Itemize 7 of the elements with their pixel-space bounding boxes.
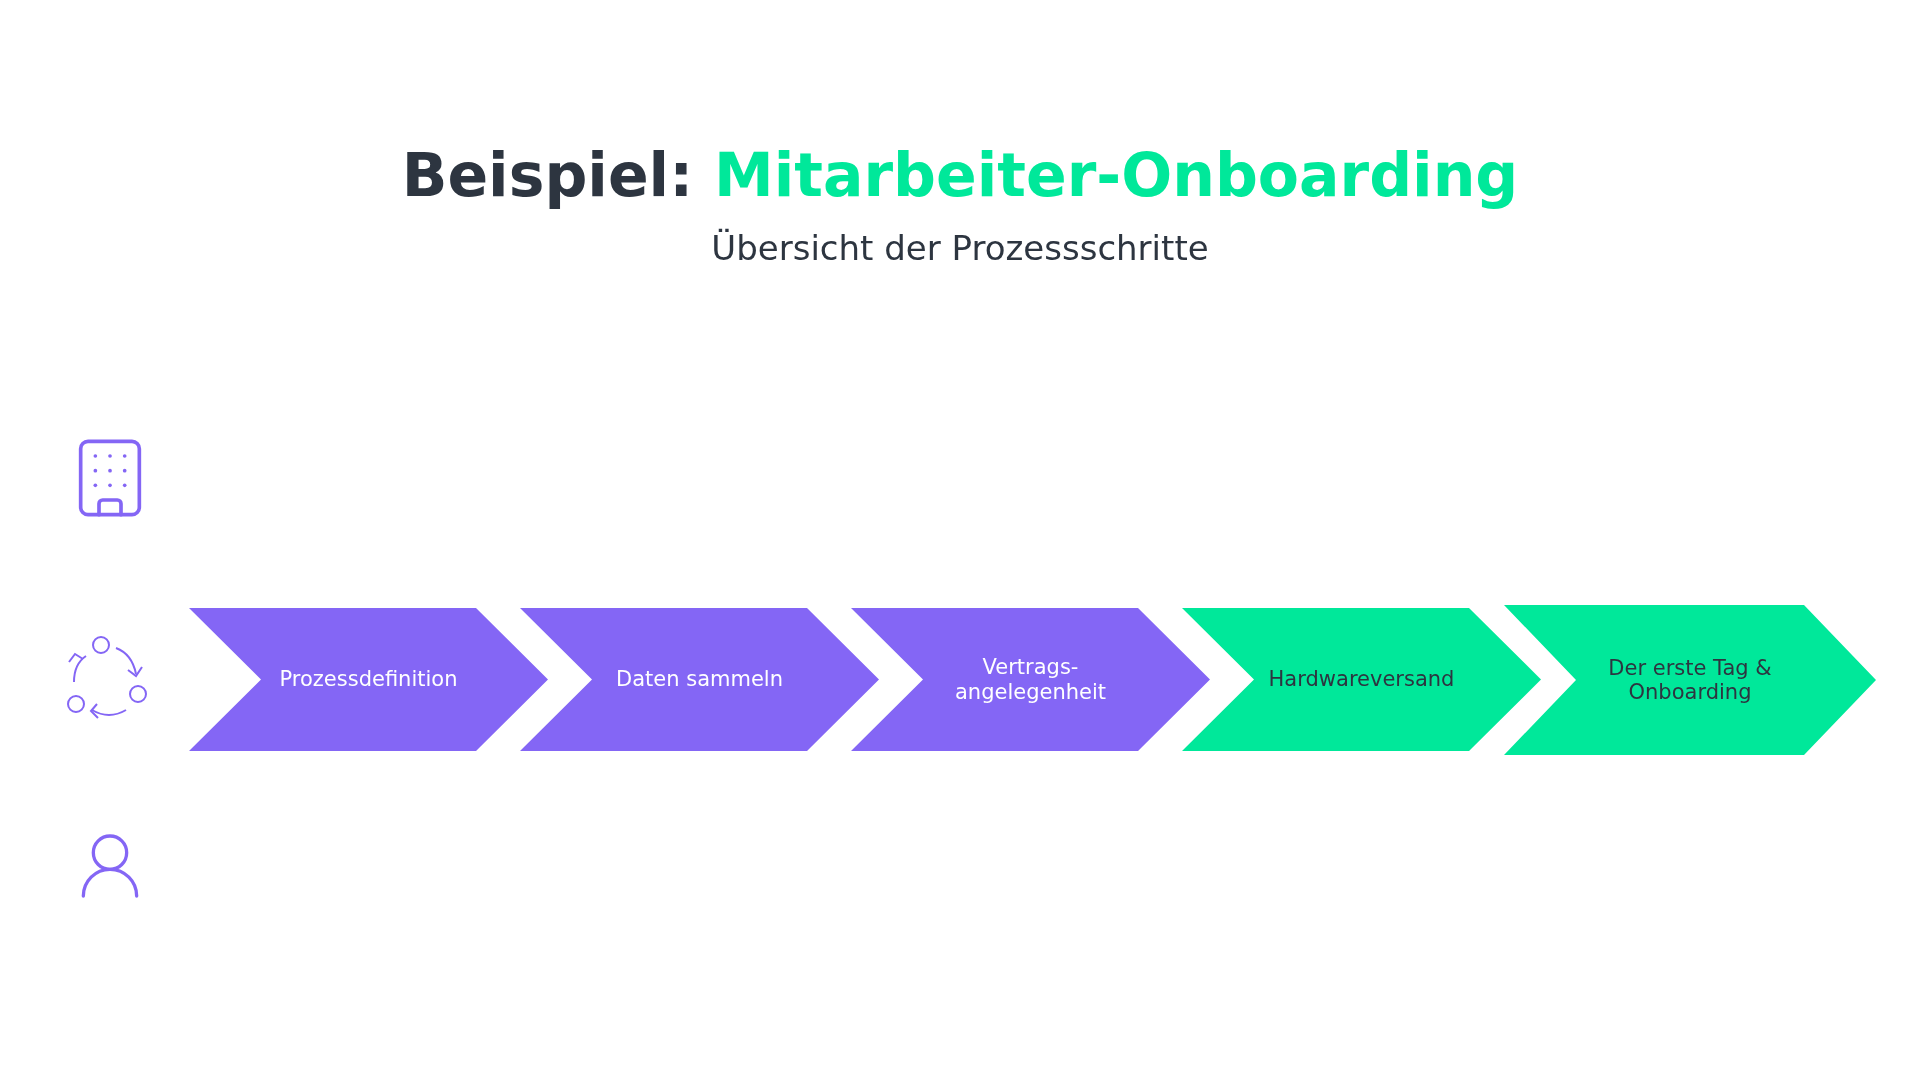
step-label: Daten sammeln bbox=[616, 667, 783, 692]
step-label: Der erste Tag & Onboarding bbox=[1607, 655, 1773, 705]
step-label: Vertrags- angelegenheit bbox=[953, 655, 1107, 704]
step-label: Hardwareversand bbox=[1268, 667, 1455, 692]
subtitle: Übersicht der Prozessschritte bbox=[711, 228, 1209, 268]
step-label: Prozessdefinition bbox=[279, 667, 458, 692]
title: Beispiel: Mitarbeiter-Onboarding bbox=[401, 140, 1519, 210]
